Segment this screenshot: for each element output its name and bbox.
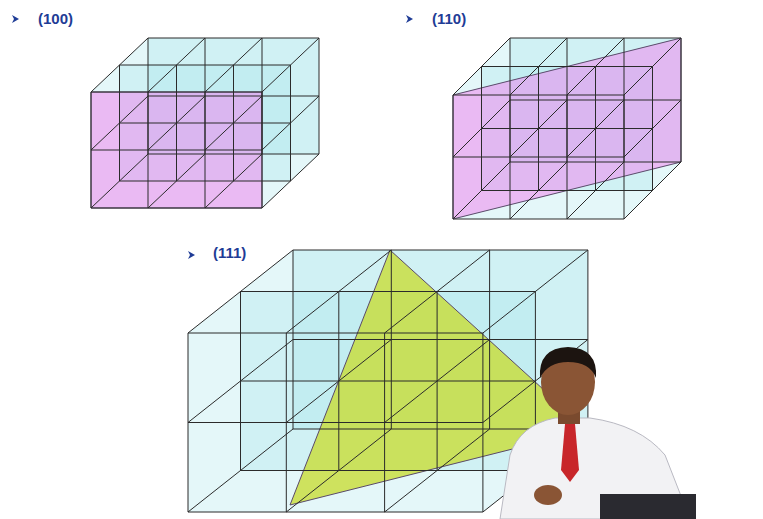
lattice-edge — [567, 38, 624, 95]
lattice-edge — [293, 250, 588, 251]
lattice-edge — [262, 154, 319, 208]
lattice-edge — [624, 38, 681, 95]
lattice-edge — [188, 333, 483, 334]
lecturer-figure — [500, 347, 696, 519]
tie — [561, 424, 579, 482]
lattice-edge — [483, 250, 588, 333]
lattice-edge — [510, 100, 567, 157]
plane-110 — [453, 38, 681, 219]
lattice-edge — [148, 154, 205, 208]
lattice-edge — [510, 162, 567, 219]
lattice-edge — [188, 250, 293, 333]
laptop — [600, 494, 696, 519]
lattice-edge — [205, 38, 262, 92]
bullet-arrow — [406, 15, 413, 23]
lattice-edge — [148, 38, 319, 39]
lattice-edge — [188, 422, 483, 423]
lattice-edge — [91, 38, 148, 92]
lattice-edge — [510, 38, 681, 39]
lattice-edge — [510, 38, 567, 95]
bullet-arrow — [188, 251, 195, 259]
lattice-edge — [293, 339, 588, 340]
lattice-edge — [205, 154, 262, 208]
lattice-edge — [567, 100, 624, 157]
lattice-edge — [624, 100, 681, 157]
lattice-edge — [205, 96, 262, 150]
lattice-edge — [286, 340, 391, 423]
lattice-edge — [286, 429, 391, 512]
bullet-arrow — [12, 15, 19, 23]
lattice-edge — [188, 512, 483, 513]
plane-label: (111) — [213, 244, 246, 262]
lattice-edge — [453, 219, 624, 220]
hand — [534, 485, 562, 505]
lattice-edge — [241, 381, 536, 382]
lattice-edge — [286, 250, 391, 333]
hair — [540, 347, 596, 378]
lattice-edge — [262, 38, 319, 92]
lattice-edge — [91, 208, 262, 209]
lattice-edge — [385, 250, 490, 333]
lattice-edge — [148, 96, 205, 150]
lattice-edge — [385, 340, 490, 423]
lattice-edge — [148, 38, 205, 92]
lattice-edge — [453, 38, 510, 95]
lattice-edge — [241, 291, 536, 292]
lattice-edge — [624, 162, 681, 219]
lattice-edge — [188, 429, 293, 512]
plane-label: (110) — [432, 10, 466, 28]
lattice-edge — [188, 340, 293, 423]
lattice-edge — [453, 100, 510, 157]
lattice-edge — [453, 162, 510, 219]
cube-lattice-110 — [453, 38, 681, 219]
lattice-edge — [91, 154, 148, 208]
lattice-edge — [241, 470, 536, 471]
lattice-edge — [567, 162, 624, 219]
cube-lattice-100 — [91, 38, 319, 208]
lattice-edge — [262, 96, 319, 150]
lattice-edge — [91, 96, 148, 150]
plane-label: (100) — [38, 10, 73, 28]
lattice-edge — [385, 429, 490, 512]
